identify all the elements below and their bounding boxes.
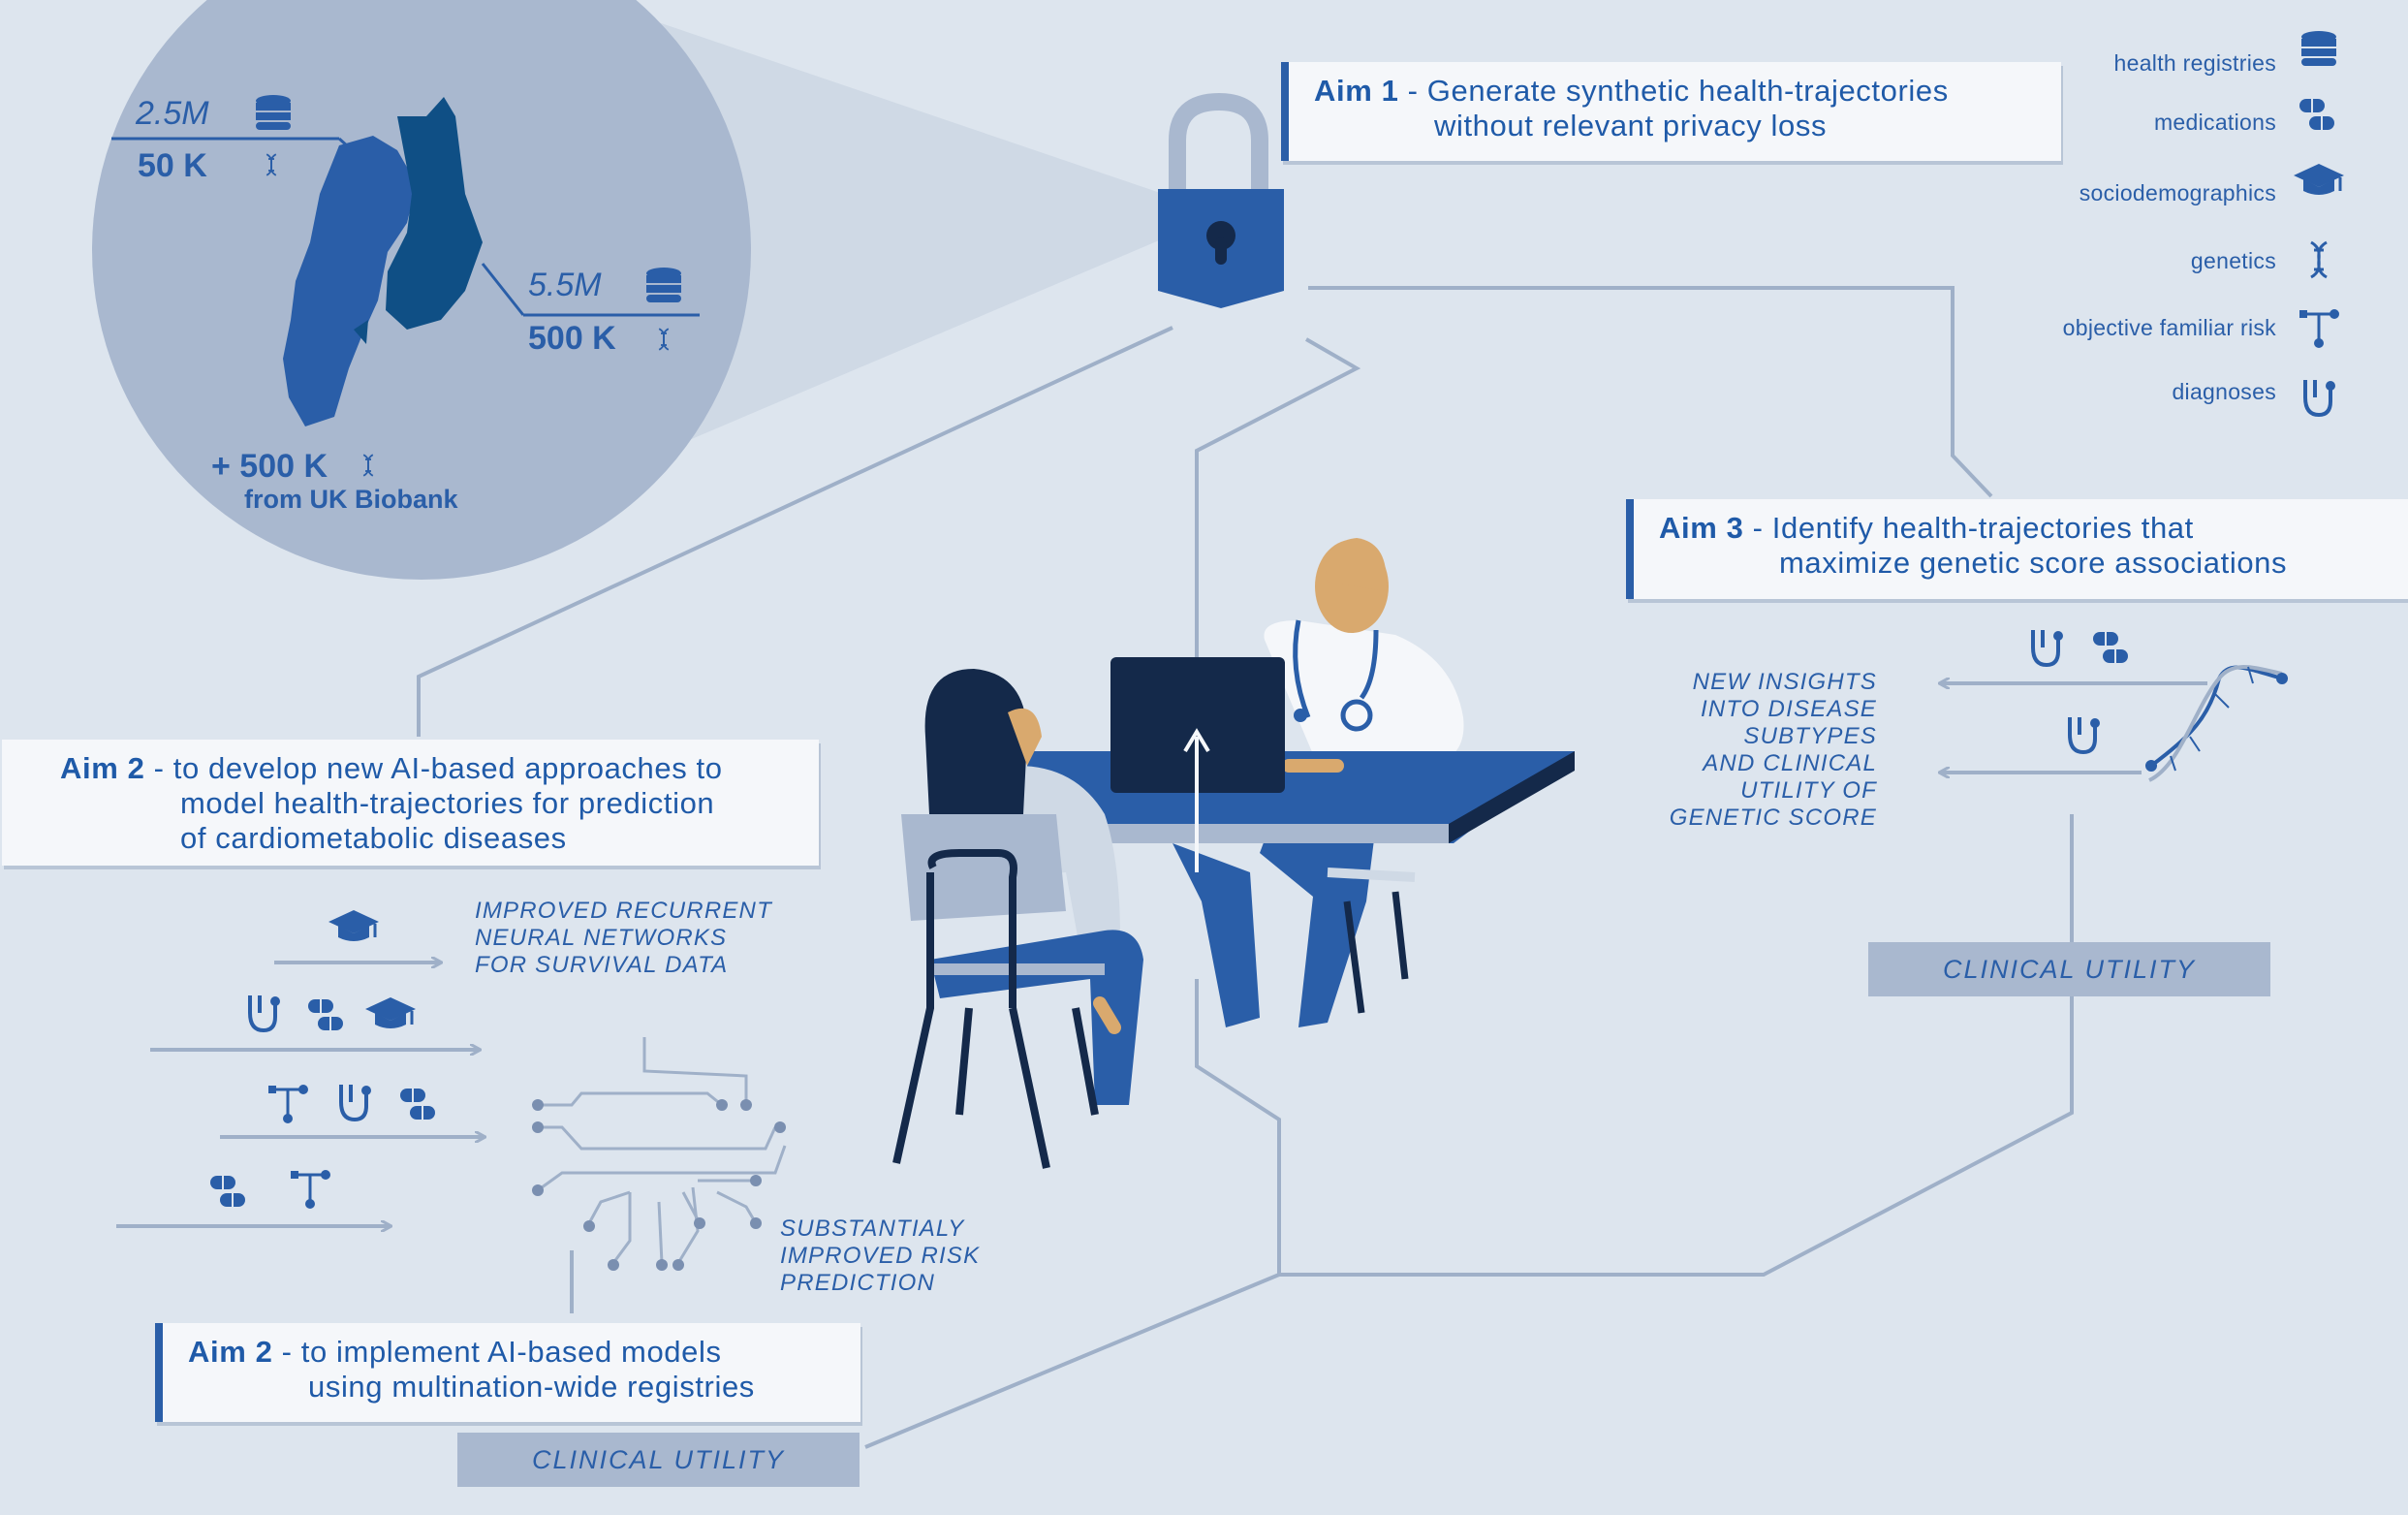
aim1-tag: Aim 1: [1314, 74, 1399, 108]
sweden-genomes: 50 K: [138, 147, 207, 184]
pills-icon: [2092, 631, 2129, 664]
aim1-line1: Generate synthetic health-trajectories: [1426, 74, 1949, 108]
legend-label-diagnoses: diagnoses: [2172, 379, 2276, 404]
legend-label-sociodemographics: sociodemographics: [2079, 180, 2276, 205]
stethoscope-icon: [339, 1083, 373, 1121]
uk-source: from UK Biobank: [244, 485, 458, 514]
legend-label-genetics: genetics: [2190, 248, 2276, 273]
finland-genomes: 500 K: [528, 320, 616, 357]
aim3-tag: Aim 3: [1659, 511, 1744, 545]
aim1-line2: without relevant privacy loss: [1434, 109, 1828, 142]
aim2a-line1: to develop new AI-based approaches to: [172, 751, 723, 785]
finland-shape: [386, 97, 483, 330]
graduation-cap-icon: [363, 995, 418, 1030]
aim2a-line2: model health-trajectories for prediction: [180, 786, 715, 820]
graduation-cap-icon: [327, 908, 381, 943]
uk-genomes: + 500 K: [211, 448, 328, 485]
database-icon: [2301, 31, 2336, 66]
legend-label-medications: medications: [2153, 110, 2276, 135]
clinical-utility-tag: CLINICAL UTILITY: [457, 1433, 860, 1487]
sweden-shape: [283, 136, 417, 426]
pills-icon: [2299, 98, 2335, 131]
pills-icon: [209, 1175, 246, 1208]
pills-icon: [399, 1088, 436, 1120]
insight-arrows: [1940, 683, 2207, 773]
legend-icons: [2292, 31, 2346, 417]
aim2b-box: Aim 2 - to implement AI-based models usi…: [155, 1323, 860, 1422]
aim1-box: Aim 1 - Generate synthetic health-trajec…: [1281, 62, 2061, 161]
clinic-scene: [892, 538, 1575, 1169]
aim2b-line1: to implement AI-based models: [300, 1335, 722, 1369]
insights-outcome: NEW INSIGHTS INTO DISEASE SUBTYPES AND C…: [1669, 669, 1877, 831]
stethoscope-icon: [248, 994, 282, 1032]
database-icon: [256, 95, 291, 130]
aim2b-line2: using multination-wide registries: [308, 1370, 755, 1404]
legend-label-familiar-risk: objective familiar risk: [2062, 315, 2276, 340]
clinical-utility-tag: CLINICAL UTILITY: [1868, 942, 2270, 996]
rnn-outcome: IMPROVED RECURRENT NEURAL NETWORKS FOR S…: [475, 898, 772, 978]
aim2a-tag: Aim 2: [60, 751, 145, 785]
stethoscope-icon: [2068, 715, 2102, 754]
dna-icon: [2309, 240, 2329, 279]
pedigree-icon: [266, 1083, 310, 1125]
pills-icon: [307, 998, 344, 1031]
zoom-cone: [593, 0, 1177, 465]
legend-label-health-registries: health registries: [2113, 50, 2276, 76]
neural-network-circuit: [537, 1037, 787, 1264]
aim3-line2: maximize genetic score associations: [1779, 546, 2288, 580]
input-icons: [209, 908, 436, 1211]
finland-records: 5.5M: [528, 267, 602, 303]
dna-helix-icon: [2145, 665, 2288, 782]
aim3-box: Aim 3 - Identify health-trajectories tha…: [1626, 499, 2408, 599]
pedigree-icon: [2298, 307, 2341, 350]
stethoscope-icon: [2031, 628, 2065, 667]
sweden-records: 2.5M: [136, 95, 209, 132]
input-arrows: [116, 963, 485, 1226]
aim2a-box: Aim 2 - to develop new AI-based approach…: [2, 740, 819, 866]
connector-lines: [417, 286, 2074, 1449]
padlock-icon: [1158, 92, 1284, 308]
risk-outcome: SUBSTANTIALY IMPROVED RISK PREDICTION: [780, 1215, 981, 1296]
graduation-cap-icon: [2292, 162, 2346, 197]
pedigree-icon: [289, 1168, 332, 1211]
aim3-line1: Identify health-trajectories that: [1771, 511, 2194, 545]
aim2b-tag: Aim 2: [188, 1335, 273, 1369]
database-icon: [646, 268, 681, 302]
aim2a-line3: of cardiometabolic diseases: [180, 821, 567, 855]
stethoscope-icon: [2303, 378, 2337, 417]
